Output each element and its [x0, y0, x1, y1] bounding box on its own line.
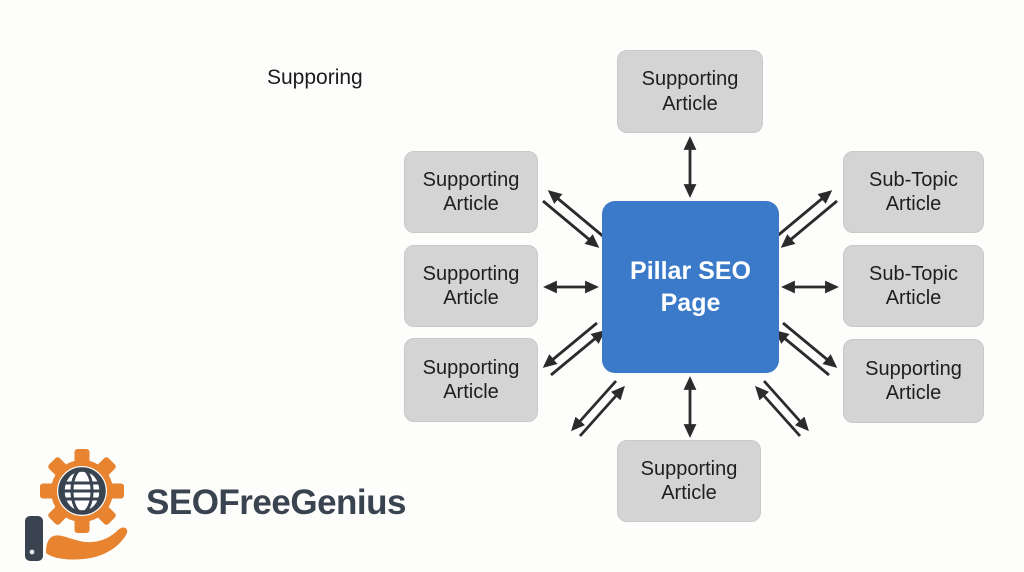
pillar-label: Pillar SEO Page [630, 256, 751, 318]
globe-icon [58, 467, 106, 515]
floating-label: Supporing [267, 66, 363, 89]
supporting-article-box-left-1: Supporting Article [404, 151, 538, 233]
node-label: Sub-Topic Article [869, 168, 958, 215]
node-label: Supporting Article [422, 356, 520, 403]
node-label: Sub-Topic Article [869, 262, 958, 309]
hand-icon [46, 527, 128, 560]
supporting-article-box-right-3: Supporting Article [843, 339, 984, 423]
brand-name: SEOFreeGenius [146, 483, 406, 522]
pillar-seo-page-box: Pillar SEO Page [602, 201, 779, 373]
arrow-pair-upper-right [775, 190, 838, 248]
arrow-pair-bottom-right [755, 380, 809, 437]
supporting-article-box-bottom: Supporting Article [617, 440, 761, 522]
arrow-pair-lower-right [774, 321, 838, 377]
sub-topic-article-box-right-2: Sub-Topic Article [843, 245, 984, 327]
supporting-article-box-left-2: Supporting Article [404, 245, 538, 327]
node-label: Supporting Article [422, 168, 520, 215]
arrow-pair-upper-left [542, 190, 605, 248]
supporting-article-box-left-3: Supporting Article [404, 338, 538, 422]
arrow-pair-bottom-left [571, 380, 625, 437]
node-label: Supporting Article [640, 457, 738, 504]
sub-topic-article-box-right-1: Sub-Topic Article [843, 151, 984, 233]
gear-globe-hand-icon [25, 449, 128, 561]
sleeve-icon [25, 516, 43, 561]
node-label: Supporting Article [422, 262, 520, 309]
arrow-pair-lower-left [542, 321, 606, 377]
node-label: Supporting Article [865, 357, 962, 404]
seofreegenius-logo: SEOFreeGenius [20, 441, 406, 565]
node-label: Supporting Article [641, 68, 739, 115]
supporting-article-box-top: Supporting Article [617, 50, 763, 133]
